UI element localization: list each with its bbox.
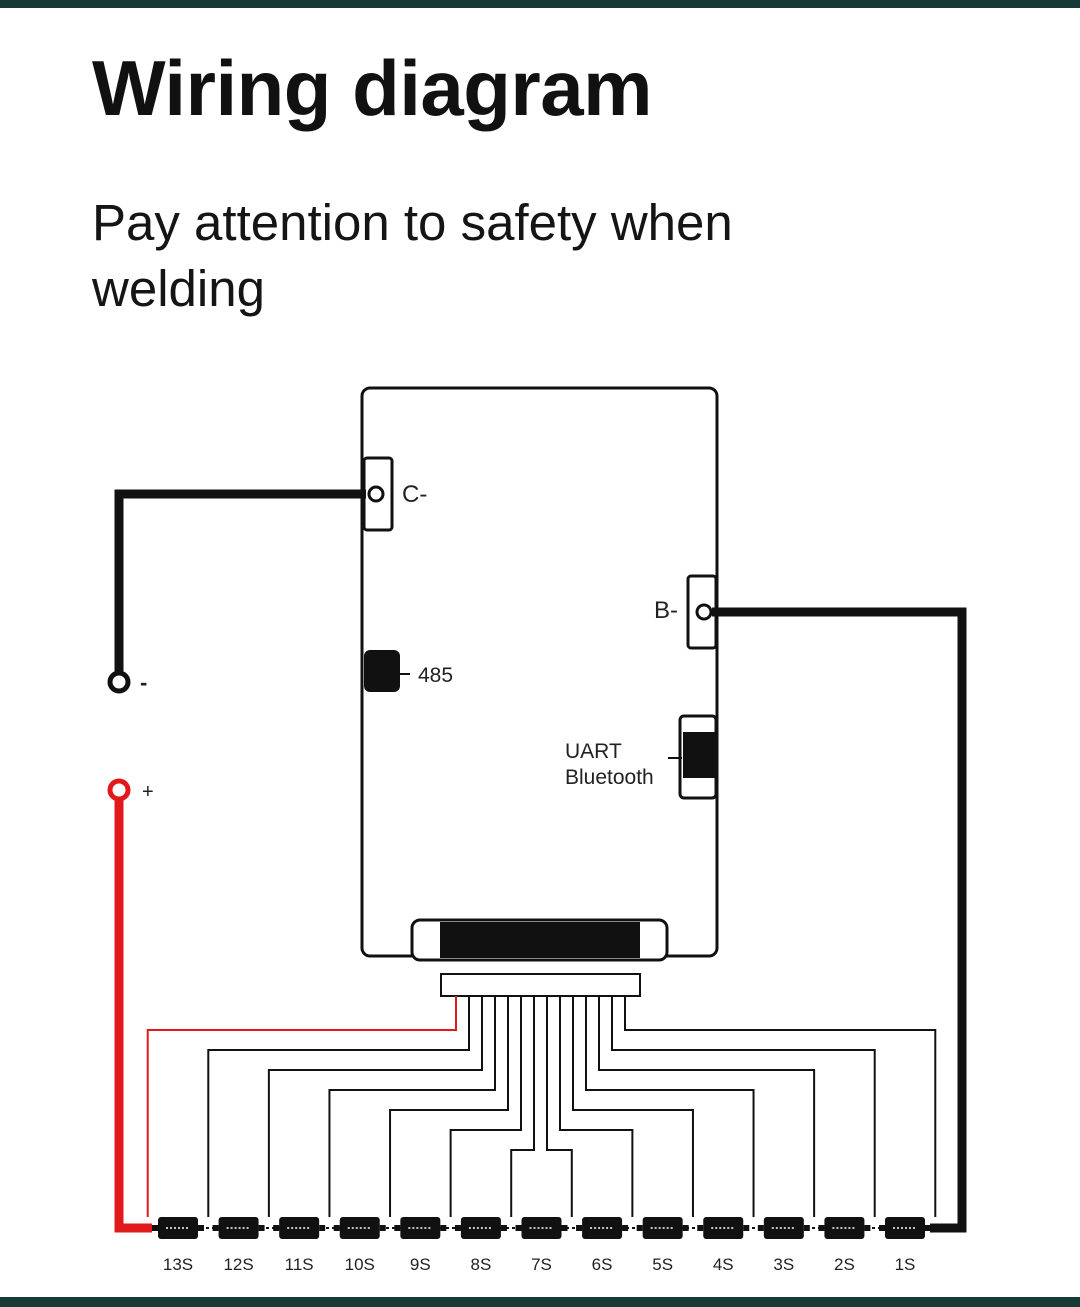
discharge-negative-wire [114, 489, 366, 682]
sense-wire-4 [389, 996, 509, 1217]
cell-positive-tab [925, 1225, 931, 1231]
sense-wire-12 [611, 996, 876, 1217]
cell-label: 1S [895, 1255, 916, 1274]
uart-label: UART [565, 740, 622, 763]
cell-positive-tab [561, 1225, 568, 1231]
cell-3s: 3S [757, 1217, 810, 1274]
cell-negative-tab [879, 1225, 885, 1231]
cell-8s: 8S [454, 1217, 507, 1274]
cell-label: 7S [531, 1255, 552, 1274]
cell-negative-tab [515, 1225, 522, 1231]
sense-wire-9 [572, 996, 694, 1217]
cell-label: 13S [163, 1255, 193, 1274]
negative-terminal-label: - [140, 670, 147, 695]
c-minus-terminal [367, 485, 385, 503]
cell-13s: 13S [152, 1217, 204, 1274]
cell-negative-tab [273, 1225, 280, 1231]
cell-positive-tab [500, 1225, 507, 1231]
cell-label: 6S [592, 1255, 613, 1274]
cell-negative-tab [818, 1225, 825, 1231]
cell-negative-tab [636, 1225, 643, 1231]
sense-wire-3 [328, 996, 496, 1217]
cell-negative-tab [152, 1225, 158, 1231]
cell-1s: 1S [879, 1217, 931, 1274]
cell-positive-tab [440, 1225, 447, 1231]
cell-positive-tab [319, 1225, 326, 1231]
sense-wire-2 [267, 996, 483, 1217]
sense-wire-11 [598, 996, 816, 1217]
bottom-frame-bar [0, 1297, 1080, 1307]
cell-positive-tab [803, 1225, 810, 1231]
cell-positive-tab [258, 1225, 265, 1231]
bluetooth-label: Bluetooth [565, 766, 654, 789]
cell-9s: 9S [394, 1217, 447, 1274]
cell-positive-tab [622, 1225, 629, 1231]
b-minus-terminal [695, 603, 713, 621]
cell-negative-tab [697, 1225, 704, 1231]
sense-wire-1 [207, 996, 470, 1217]
c-minus-label: C- [402, 481, 427, 508]
cell-negative-tab [757, 1225, 764, 1231]
cell-negative-tab [333, 1225, 340, 1231]
cell-label: 5S [652, 1255, 673, 1274]
positive-wire [114, 790, 152, 1233]
cell-negative-tab [212, 1225, 219, 1231]
cell-positive-tab [198, 1225, 204, 1231]
balance-sense-wires [146, 996, 937, 1217]
cell-label: 12S [223, 1255, 253, 1274]
cell-negative-tab [454, 1225, 461, 1231]
cell-positive-tab [379, 1225, 386, 1231]
page-subtitle: Pay attention to safety when welding [92, 194, 733, 317]
cell-11s: 11S [273, 1217, 326, 1274]
rs485-label: 485 [418, 664, 453, 687]
battery-cells: 13S 12S 11S 10S 9S 8S 7S 6S 5S 4S 3S 2S 1S [152, 1217, 931, 1274]
cell-2s: 2S [818, 1217, 871, 1274]
cell-5s: 5S [636, 1217, 689, 1274]
sense-wire-13 [624, 996, 937, 1217]
cell-body [218, 1217, 259, 1239]
negative-terminal [107, 670, 131, 694]
balance-plug [440, 973, 641, 997]
page-title: Wiring diagram [92, 44, 653, 132]
cell-label: 8S [471, 1255, 492, 1274]
sense-wire-0 [146, 996, 457, 1217]
bms-board [360, 386, 719, 958]
cell-6s: 6S [576, 1217, 629, 1274]
cell-10s: 10S [333, 1217, 386, 1274]
cell-4s: 4S [697, 1217, 750, 1274]
sense-wire-8 [559, 996, 634, 1217]
cell-positive-tab [864, 1225, 871, 1231]
b-minus-label: B- [654, 597, 678, 624]
cell-label: 11S [285, 1255, 314, 1274]
cell-label: 2S [834, 1255, 855, 1274]
cell-negative-tab [576, 1225, 583, 1231]
rs485-port [364, 650, 400, 692]
sense-wire-5 [449, 996, 522, 1217]
cell-negative-tab [394, 1225, 401, 1231]
cell-label: 3S [773, 1255, 794, 1274]
cell-label: 10S [345, 1255, 375, 1274]
cell-12s: 12S [212, 1217, 265, 1274]
sense-wire-6 [510, 996, 535, 1217]
cell-label: 4S [713, 1255, 734, 1274]
cell-label: 9S [410, 1255, 431, 1274]
cell-positive-tab [682, 1225, 689, 1231]
sense-wire-7 [546, 996, 573, 1217]
cell-positive-tab [743, 1225, 750, 1231]
cell-7s: 7S [515, 1217, 568, 1274]
sense-wire-10 [585, 996, 755, 1217]
battery-negative-wire [712, 607, 967, 1233]
top-frame-bar [0, 0, 1080, 8]
positive-terminal [107, 778, 131, 802]
positive-terminal-label: + [142, 781, 154, 803]
